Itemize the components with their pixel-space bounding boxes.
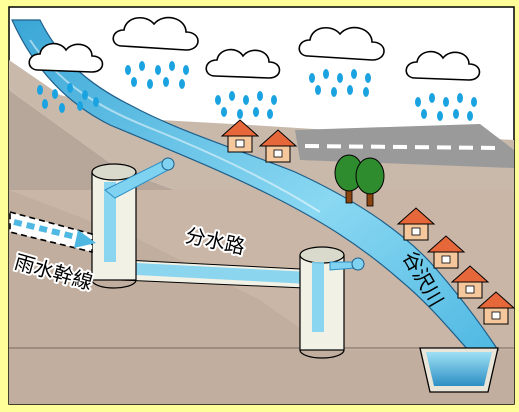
inlet-pipe-mouth — [161, 157, 175, 171]
storm-trunk-arrow — [74, 230, 96, 248]
outlet-shaft-bottom — [299, 349, 345, 359]
cloud-icon — [112, 16, 199, 51]
house-icon — [258, 129, 298, 163]
house-icon — [450, 265, 490, 299]
house-icon — [396, 207, 436, 241]
cloud-icon — [298, 26, 385, 61]
storm-trunk — [9, 210, 93, 254]
river-channel-water — [426, 352, 492, 386]
river-highlight — [29, 39, 321, 213]
road-center-line — [304, 144, 501, 150]
inlet-shaft-bottom — [91, 279, 137, 289]
inlet-shaft-top — [91, 163, 137, 181]
raindrop-icon — [37, 61, 477, 121]
house-icon — [220, 119, 260, 153]
house-icon — [476, 291, 516, 325]
outlet-shaft-top — [299, 246, 345, 264]
outlet-pipe — [329, 261, 356, 271]
cloud-icon — [405, 50, 481, 81]
storm-trunk-flow — [13, 219, 81, 241]
tree-icon — [334, 154, 364, 204]
outlet-pipe-mouth — [351, 257, 365, 271]
cloud-icon — [28, 42, 104, 73]
cloud-icon — [205, 48, 281, 79]
house-icon — [426, 235, 466, 269]
tree-icon — [355, 157, 385, 207]
